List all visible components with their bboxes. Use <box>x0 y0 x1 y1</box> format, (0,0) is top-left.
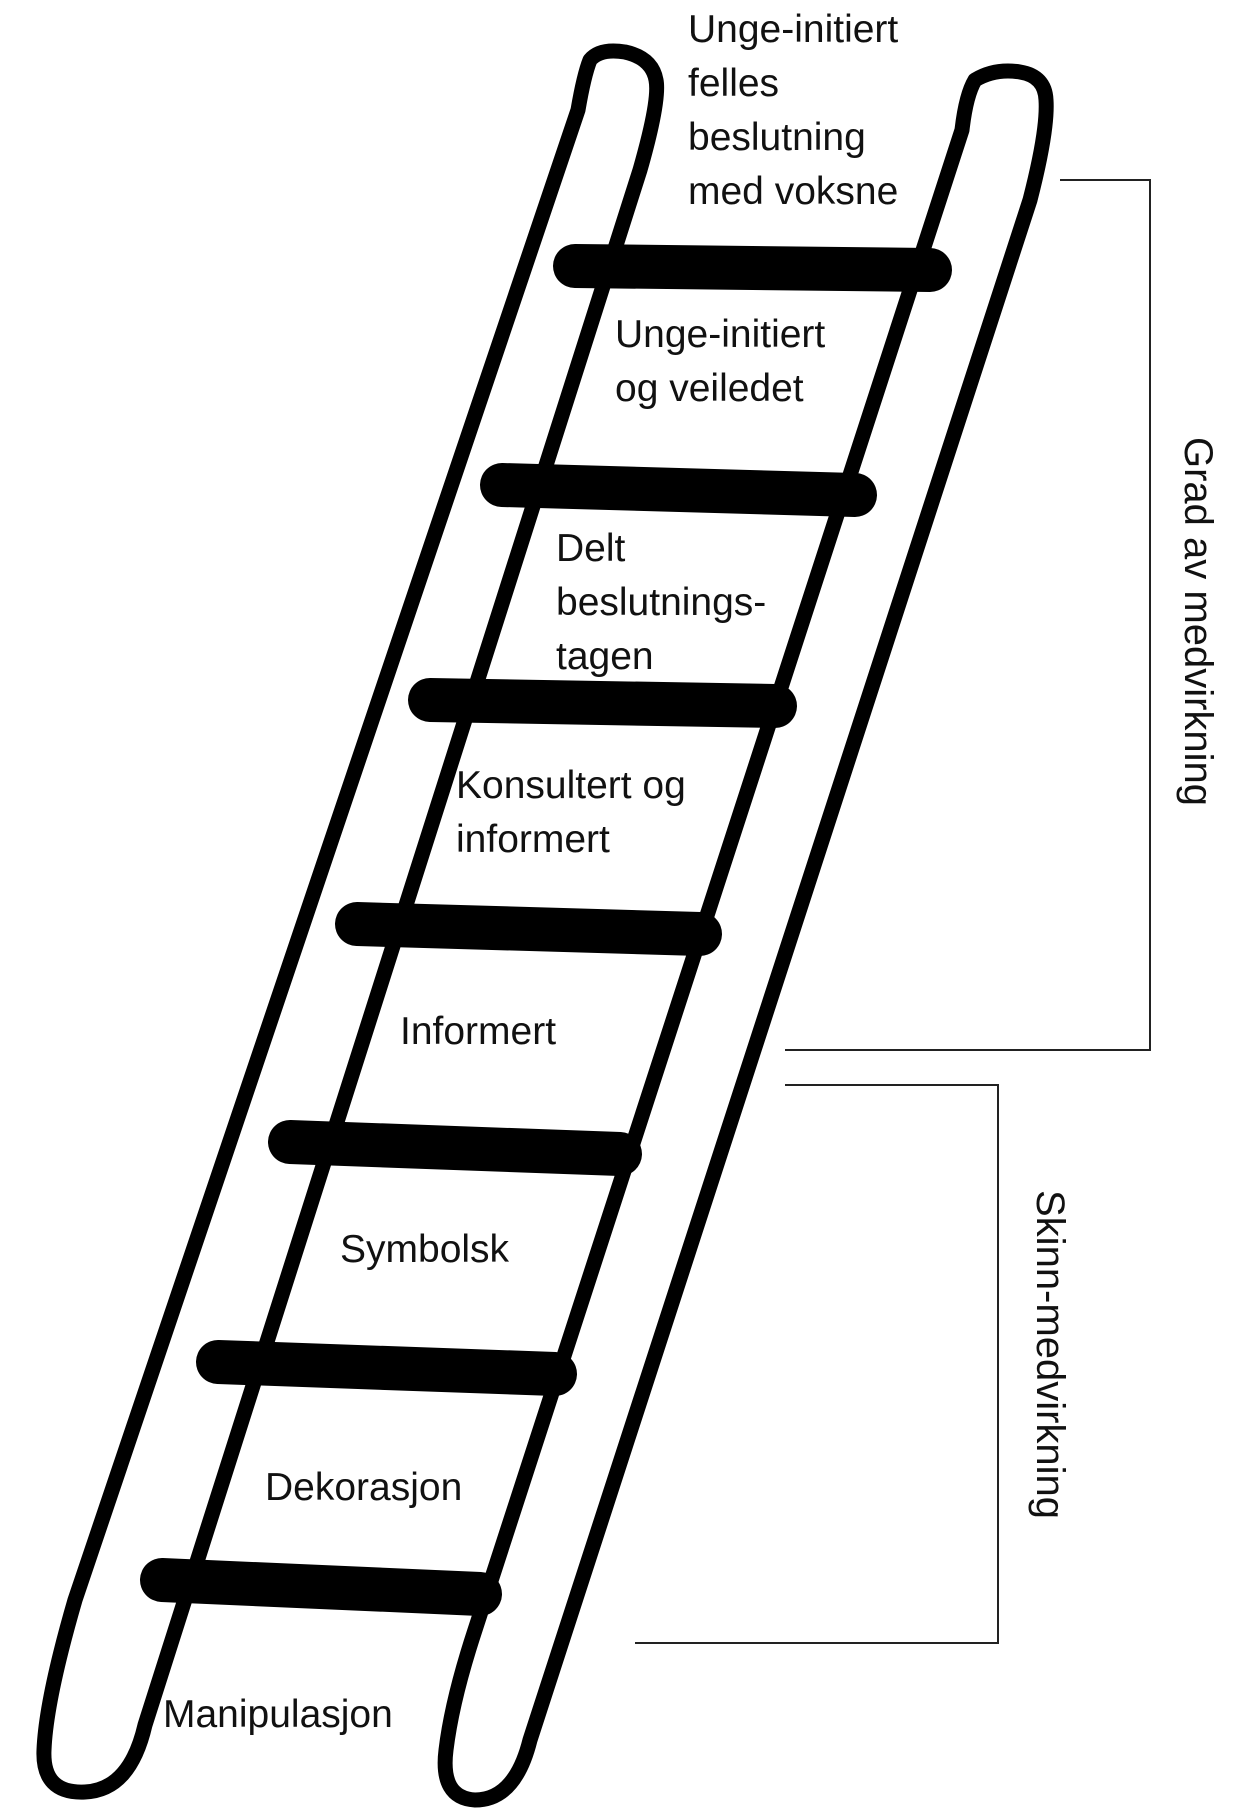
ladder-rung-5 <box>268 1120 642 1176</box>
rung-label-line: beslutnings- <box>556 581 766 624</box>
rung-label-line: Unge-initiert <box>688 8 898 51</box>
bracket-lower <box>635 1084 999 1644</box>
rung-label-line: Konsultert og <box>456 764 686 807</box>
rung-label-line: Informert <box>400 1010 556 1053</box>
rung-label-3: Delt beslutnings-tagen <box>556 527 766 678</box>
rung-label-line: Manipulasjon <box>163 1693 393 1736</box>
rung-label-7: Dekorasjon <box>265 1466 462 1509</box>
ladder-rung-6 <box>196 1340 577 1396</box>
ladder-rung-2 <box>480 463 877 517</box>
rung-label-line: felles <box>688 62 779 105</box>
ladder-rung-1 <box>553 244 952 292</box>
bracket-lower-label: Skinn-medvirkning <box>1028 1190 1072 1519</box>
ladder-rung-4 <box>335 902 722 956</box>
rung-label-line: Delt <box>556 527 626 570</box>
rung-label-line: med voksne <box>688 170 898 213</box>
ladder-rung-7 <box>140 1558 502 1616</box>
rung-label-2: Unge-initiert og veiledet <box>615 313 825 410</box>
rung-label-line: Symbolsk <box>340 1228 510 1271</box>
rung-label-line: Dekorasjon <box>265 1466 462 1509</box>
rung-label-line: tagen <box>556 635 654 678</box>
rung-label-4: Konsultert og informert <box>456 764 686 861</box>
rung-label-5: Informert <box>400 1010 556 1053</box>
ladder-rung-3 <box>408 678 797 728</box>
rung-label-8: Manipulasjon <box>163 1693 393 1736</box>
rung-label-1: Unge-initiert felles beslutning med voksne <box>688 8 898 213</box>
rung-label-line: og veiledet <box>615 367 804 410</box>
rung-label-line: informert <box>456 818 610 861</box>
bracket-upper-label: Grad av medvirkning <box>1176 437 1220 806</box>
ladder-right-rail <box>437 63 1054 1808</box>
rung-label-line: Unge-initiert <box>615 313 825 356</box>
bracket-upper <box>785 179 1151 1051</box>
rung-label-6: Symbolsk <box>340 1228 510 1271</box>
rung-label-line: beslutning <box>688 116 866 159</box>
